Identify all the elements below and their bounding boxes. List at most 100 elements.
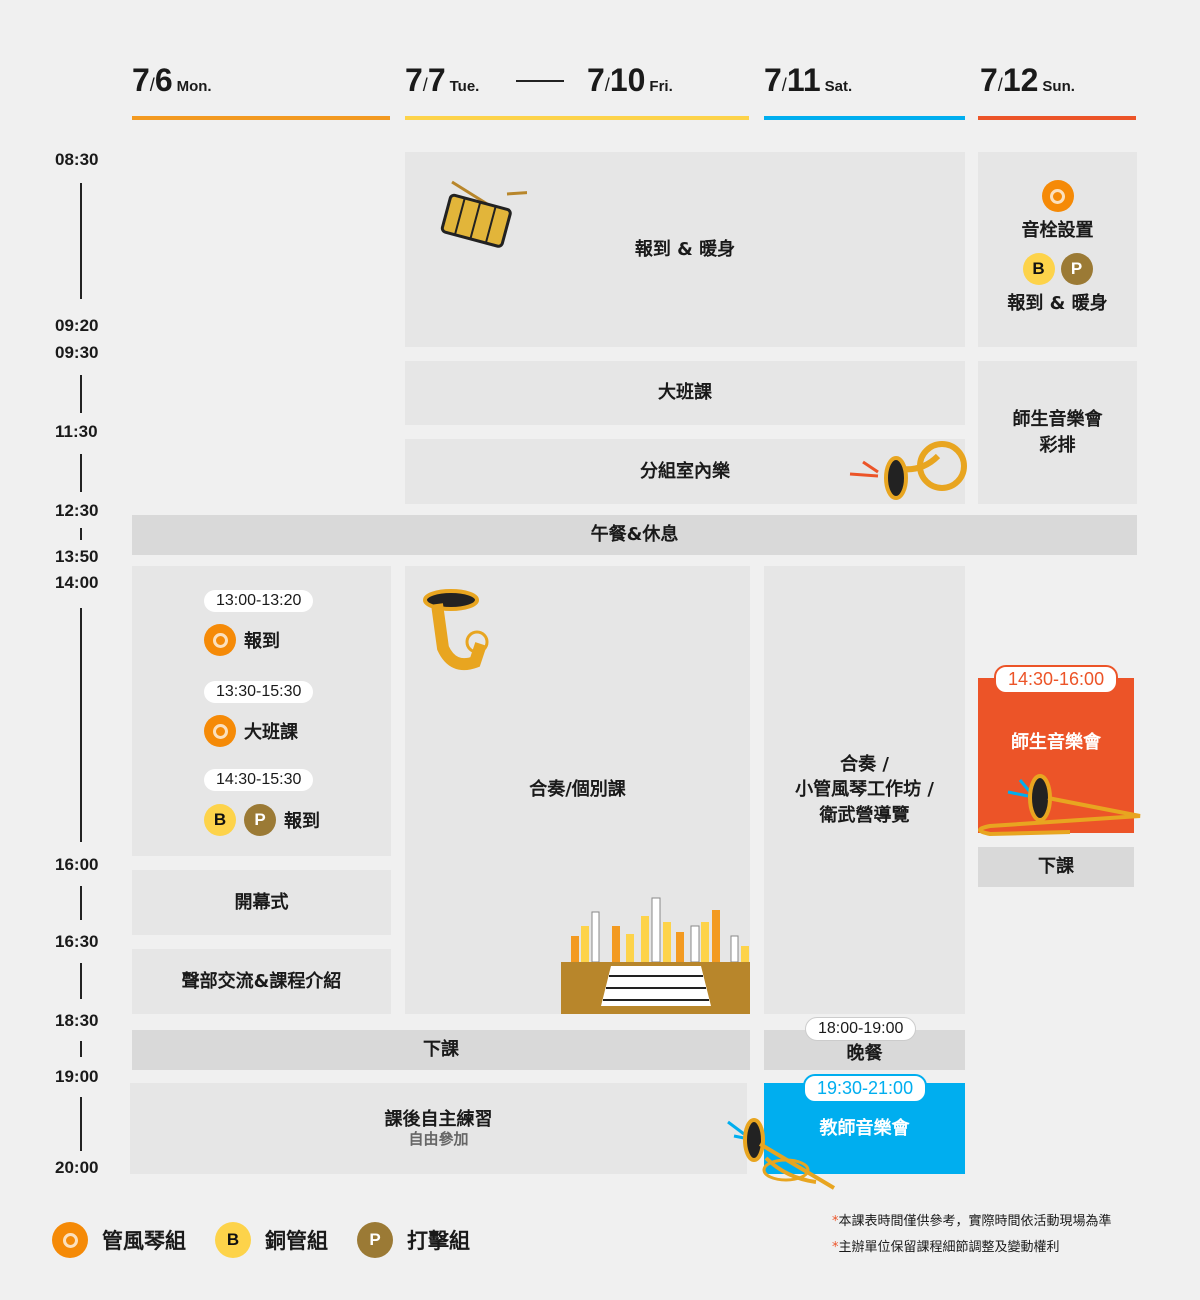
event-label: 課後自主練習 [384, 1108, 493, 1130]
event-sun-dismiss: 下課 [978, 847, 1134, 887]
legend-brass: B 銅管組 [215, 1222, 328, 1258]
underline-tue-fri [405, 116, 749, 120]
time-pill: 14:30-15:30 [204, 769, 314, 791]
event-label: 聲部交流&課程介紹 [181, 970, 342, 992]
event-label: 下課 [423, 1039, 459, 1061]
event-sun-rehearsal: 師生音樂會彩排 [978, 361, 1137, 504]
event-sections: 聲部交流&課程介紹 [132, 949, 391, 1014]
organ-badge-icon [204, 624, 236, 656]
time-pill: 18:00-19:00 [805, 1017, 917, 1041]
pipe-organ-icon [561, 897, 750, 1014]
drum-icon [440, 180, 527, 248]
trombone-icon [978, 774, 1141, 837]
time-label: 14:00 [55, 573, 99, 592]
event-label: 報到 [284, 811, 320, 832]
event-label: 音栓設置 [1021, 220, 1094, 241]
time-label: 13:50 [55, 547, 99, 566]
event-label: 師生音樂會 [1011, 732, 1101, 753]
time-line [80, 963, 82, 999]
event-label: 彩排 [1039, 434, 1076, 456]
note: *主辦單位保留課程細節調整及變動權利 [832, 1240, 1060, 1255]
time-label: 09:30 [55, 343, 99, 362]
legend-label: 打擊組 [407, 1229, 470, 1253]
event-label: 大班課 [658, 382, 712, 404]
time-label: 16:30 [55, 932, 99, 951]
event-chamber: 分組室內樂 [405, 439, 965, 504]
event-label: 報到 [244, 631, 280, 652]
event-dismiss: 下課 [132, 1030, 750, 1070]
time-line [80, 454, 82, 492]
time-pill: 19:30-21:00 [803, 1074, 928, 1103]
underline-mon [132, 116, 390, 120]
trumpet-icon [727, 1118, 836, 1190]
event-label: 衛武營導覽 [819, 804, 910, 826]
star-icon: * [832, 1214, 839, 1229]
time-line [80, 886, 82, 920]
time-label: 12:30 [55, 501, 99, 520]
time-line [80, 183, 82, 299]
time-pill: 13:00-13:20 [204, 590, 314, 612]
event-label: 報到 & 暖身 [634, 238, 736, 260]
event-label: 小管風琴工作坊 / [795, 779, 934, 801]
event-label: 下課 [1038, 856, 1074, 878]
event-lunch: 午餐&休息 [132, 515, 1137, 555]
brass-badge-icon: B [215, 1222, 251, 1258]
note: *本課表時間僅供參考，實際時間依活動現場為準 [832, 1214, 1112, 1229]
percussion-badge-icon: P [244, 804, 276, 836]
star-icon: * [832, 1240, 839, 1255]
percussion-badge-icon: P [1060, 253, 1093, 286]
time-label: 09:20 [55, 316, 99, 335]
event-label: 合奏 / [840, 754, 889, 776]
time-label: 11:30 [55, 422, 98, 441]
time-line [80, 528, 82, 540]
event-sublabel: 自由參加 [408, 1130, 469, 1149]
french-horn-icon [849, 441, 967, 500]
time-line [80, 1041, 82, 1057]
event-sun-concert: 師生音樂會 [978, 678, 1134, 833]
event-label: 師生音樂會 [1012, 409, 1103, 431]
brass-badge-icon: B [204, 804, 236, 836]
tuba-icon [423, 589, 489, 671]
event-practice: 課後自主練習自由參加 [130, 1083, 747, 1174]
legend-label: 銅管組 [265, 1229, 328, 1253]
time-line [80, 1097, 82, 1151]
event-label: 午餐&休息 [590, 524, 679, 546]
event-label: 晚餐 [846, 1042, 883, 1064]
time-label: 19:00 [55, 1067, 99, 1086]
range-dash [516, 80, 564, 82]
time-label: 16:00 [55, 855, 99, 874]
time-line [80, 375, 82, 413]
organ-badge-icon [52, 1222, 88, 1258]
event-label: 報到 & 暖身 [1007, 293, 1108, 315]
legend-organ: 管風琴組 [52, 1222, 186, 1258]
event-label: 教師音樂會 [819, 1117, 910, 1139]
time-label: 20:00 [55, 1158, 99, 1177]
time-pill: 13:30-15:30 [204, 681, 314, 703]
event-opening: 開幕式 [132, 870, 391, 935]
event-label: 大班課 [244, 722, 298, 743]
organ-badge-icon [1041, 180, 1074, 212]
event-label: 合奏/個別課 [529, 779, 626, 801]
underline-sun [978, 116, 1136, 120]
organ-badge-icon [204, 715, 236, 747]
time-label: 08:30 [55, 150, 99, 169]
event-ensemble: 合奏/個別課 [405, 566, 750, 1014]
event-checkin-warmup: 報到 & 暖身 [405, 152, 965, 347]
time-pill: 14:30-16:00 [994, 665, 1119, 694]
underline-sat [764, 116, 965, 120]
event-label: 開幕式 [234, 891, 289, 913]
time-line [80, 608, 82, 842]
brass-badge-icon: B [1022, 253, 1055, 286]
legend-label: 管風琴組 [102, 1229, 186, 1253]
time-label: 18:30 [55, 1011, 99, 1030]
event-big-class: 大班課 [405, 361, 965, 425]
percussion-badge-icon: P [357, 1222, 393, 1258]
event-label: 分組室內樂 [640, 460, 730, 482]
legend-percussion: P 打擊組 [357, 1222, 470, 1258]
